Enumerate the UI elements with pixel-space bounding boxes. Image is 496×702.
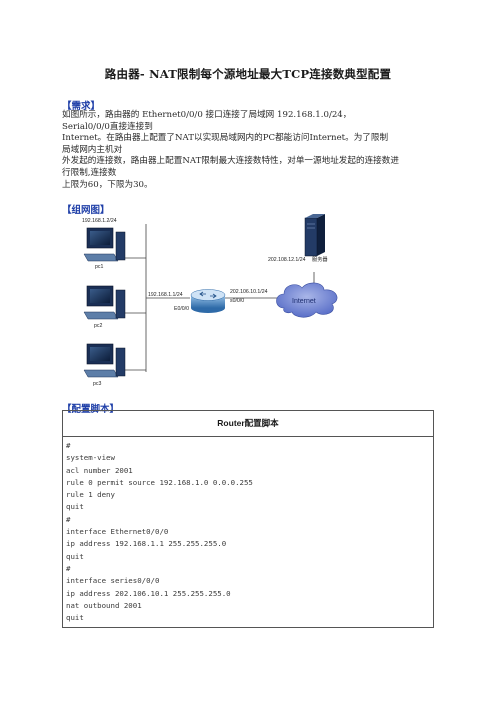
page-title: 路由器- NAT限制每个源地址最大TCP连接数典型配置 <box>104 67 392 81</box>
config-line: interface series0/0/0 <box>66 576 160 586</box>
router-icon <box>190 289 226 313</box>
config-line: ip address 192.168.1.1 255.255.255.0 <box>66 539 227 549</box>
requirements-line: 外发起的连接数，路由器上配置NAT限制最大连接数特性，对单一源地址发起的连接数进 <box>62 156 399 167</box>
requirements-line: Serial0/0/0直接连接到 <box>62 121 153 132</box>
config-line: acl number 2001 <box>66 465 133 475</box>
requirements-line: 上限为60，下限为30。 <box>62 179 153 190</box>
internet-label: Internet <box>292 298 316 305</box>
config-lines: # system-view acl number 2001 rule 0 per… <box>63 437 433 624</box>
config-table-title: Router配置脚本 <box>63 411 433 437</box>
config-heading: 【配置脚本】 <box>62 404 120 415</box>
requirements-line: 局域网内主机对 <box>62 144 123 155</box>
requirements-text: 如图所示，路由器的 Ethernet0/0/0 接口连接了局域网 192.168… <box>62 110 434 191</box>
config-line: # <box>66 514 71 524</box>
config-line: quit <box>66 502 84 512</box>
config-line: rule 1 deny <box>66 490 115 500</box>
pc1-icon <box>83 227 126 262</box>
router-lan-if-label: E0/0/0 <box>174 306 189 312</box>
config-line: ip address 202.106.10.1 255.255.255.0 <box>66 588 231 598</box>
requirements-heading: 【需求】 <box>62 101 101 112</box>
router-wan-if-label: s0/0/0 <box>230 298 244 304</box>
pc3-icon <box>83 343 126 378</box>
server-name-label: 服务器 <box>312 255 328 263</box>
config-line: quit <box>66 613 84 623</box>
config-line: rule 0 permit source 192.168.1.0 0.0.0.2… <box>66 477 253 487</box>
config-table: Router配置脚本 # system-view acl number 2001… <box>62 410 434 628</box>
pc1-label: pc1 <box>95 264 103 270</box>
pc3-label: pc3 <box>93 381 101 387</box>
config-line: quit <box>66 551 84 561</box>
router-lan-ip-label: 192.168.1.1/24 <box>148 292 183 298</box>
network-diagram: 192.168.1.2/24 pc1 pc2 pc3 192.168.1.1/2… <box>82 214 338 387</box>
router-wan-ip-label: 202.106.10.1/24 <box>230 289 268 295</box>
topology-heading: 【组网图】 <box>62 205 110 216</box>
pc2-label: pc2 <box>94 323 102 329</box>
config-line: system-view <box>66 453 115 463</box>
requirements-line: 行限制,连接数 <box>62 167 117 178</box>
requirements-line: Internet。在路由器上配置了NAT以实现局域网内的PC都能访问Intern… <box>62 133 389 144</box>
config-line: interface Ethernet0/0/0 <box>66 527 169 537</box>
internet-cloud-icon <box>276 282 338 318</box>
config-line: # <box>66 563 71 573</box>
requirements-line: 如图所示，路由器的 Ethernet0/0/0 接口连接了局域网 192.168… <box>62 110 352 120</box>
server-icon <box>304 214 325 257</box>
lan-subnet-label: 192.168.1.2/24 <box>82 218 117 224</box>
config-line: nat outbound 2001 <box>66 600 142 610</box>
server-ip-label: 202.108.12.1/24 <box>268 257 306 263</box>
config-line: # <box>66 441 71 450</box>
pc2-icon <box>83 285 126 320</box>
